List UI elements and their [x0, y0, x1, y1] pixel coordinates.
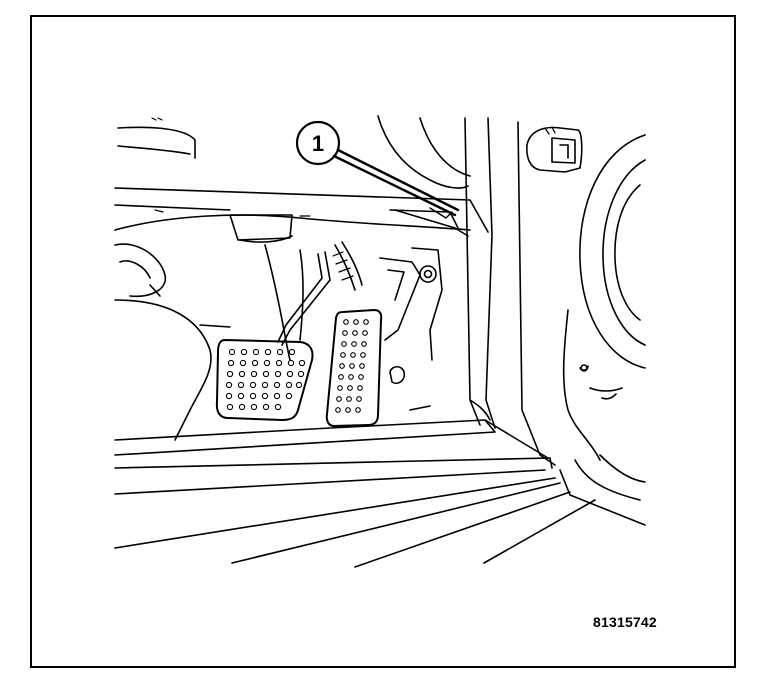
dash-trim-upper-left — [117, 117, 196, 159]
accelerator-pedal-tread-dots — [335, 319, 369, 413]
dash-contour — [377, 115, 471, 237]
callout-number: 1 — [312, 131, 324, 156]
door-switch — [526, 126, 583, 173]
accelerator-pedal — [325, 241, 383, 427]
figure-number: 81315742 — [593, 614, 657, 630]
pedal-mount-bracket — [379, 247, 443, 411]
diagram-frame — [30, 15, 736, 668]
floor-carpet-lines — [114, 469, 596, 568]
door-lower-trim — [559, 309, 646, 526]
seat-side-trim — [114, 243, 231, 441]
under-dash-panel — [114, 187, 489, 243]
floor-tunnel — [264, 244, 304, 361]
brake-pedal-tread-dots — [225, 348, 306, 411]
callout-1: 1 — [295, 120, 460, 217]
door-pillar — [464, 117, 556, 466]
brake-pedal — [215, 251, 331, 421]
door-speaker — [579, 134, 646, 369]
floor-sill — [114, 419, 553, 469]
